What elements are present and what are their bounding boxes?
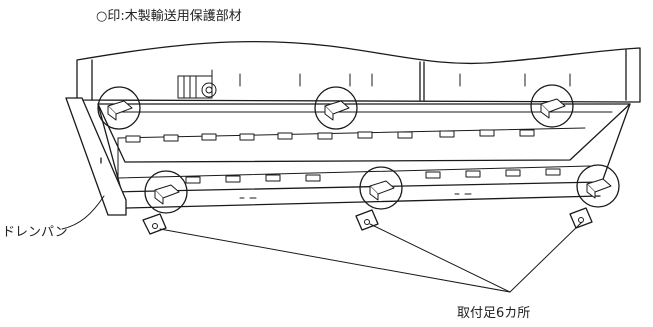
legend-note: ○印:木製輸送用保護部材 [96,9,242,24]
upper-housing [76,40,641,103]
mounting-feet-leader-lines [159,221,583,293]
drain-pan-frame [97,103,631,163]
mounting-foot [569,207,593,229]
rail-detail-marks [239,193,472,199]
protection-marker-circle [359,166,403,210]
drain-pan-label: ドレンパン [2,225,68,240]
drain-pan-leader-line [61,195,105,230]
drain-pan-side-panel [65,97,127,216]
mounting-foot [355,209,379,231]
protection-marker-circle [314,86,358,130]
mounting-foot [142,213,167,235]
protection-marker-circle [97,86,141,130]
pulley-mechanism [177,69,217,99]
inner-rail-front [117,165,591,179]
front-rail-lower [125,195,601,209]
wooden-protection-block [107,98,612,205]
inner-rail-back [117,127,586,139]
protection-marker-circle [576,164,620,208]
housing-tick-marks [239,73,571,87]
mounting-feet-label: 取付足6カ所 [457,306,531,321]
rail-clips [125,129,561,184]
protection-marker-circle [144,170,188,214]
protection-marker-circle [530,84,574,128]
